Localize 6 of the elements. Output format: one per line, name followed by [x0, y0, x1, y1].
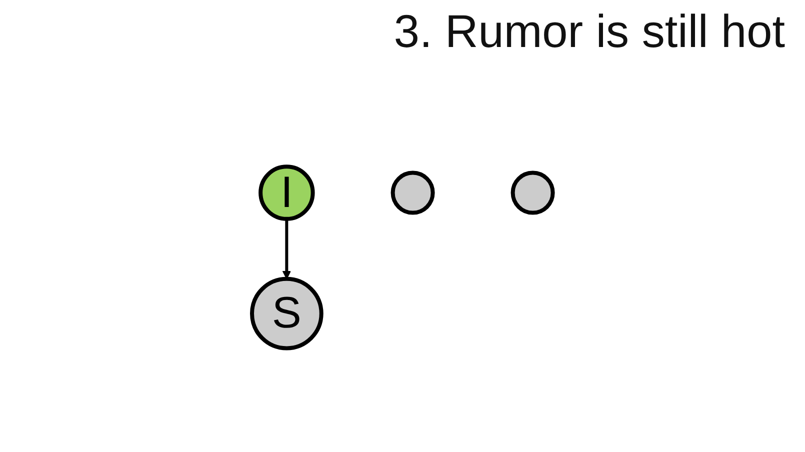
- node-circle: I: [258, 164, 315, 221]
- node-circle: [510, 170, 555, 215]
- node-circle: S: [250, 276, 324, 350]
- node-circle: [390, 170, 435, 215]
- arrow: [282, 218, 292, 280]
- diagram-title: 3. Rumor is still hot: [394, 4, 785, 58]
